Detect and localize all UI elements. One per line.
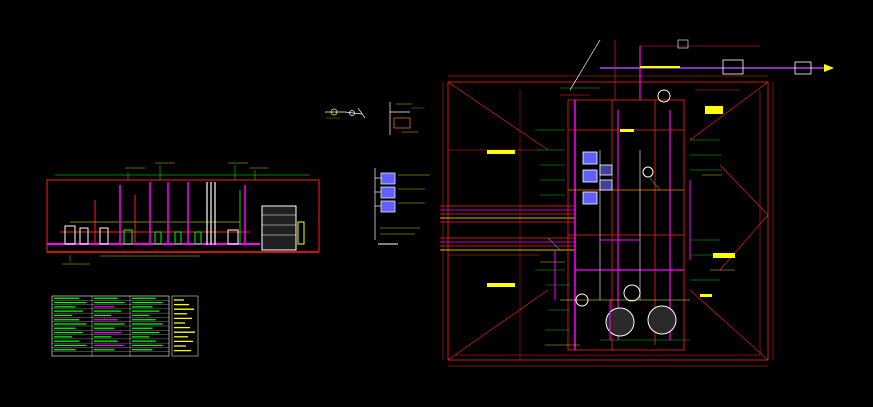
schedule-rows <box>52 297 169 352</box>
plan-incoming-pipes-upper <box>440 205 575 223</box>
equipment-schedule-table <box>51 295 199 357</box>
plan-branch-pipes <box>554 180 691 340</box>
plant-room-plan-view <box>440 39 834 367</box>
detail-tank-connection <box>389 102 424 135</box>
plan-outline <box>447 81 769 361</box>
plan-incoming-main-top <box>569 39 834 100</box>
room-tag-upper-right <box>705 106 723 114</box>
detail-valve-assembly <box>325 107 366 119</box>
plan-boilers <box>582 151 613 205</box>
elevation-risers <box>94 182 246 245</box>
plan-storage-tanks <box>575 89 677 337</box>
plan-annotations-yellow <box>487 66 735 297</box>
supply-arrow-icon <box>824 64 834 72</box>
meter-box-1 <box>722 59 744 75</box>
detail-expansion-vessels <box>374 168 430 245</box>
detail-callouts <box>325 102 430 245</box>
riser-elevation-view <box>46 162 320 265</box>
elevation-tank <box>261 205 297 251</box>
plan-incoming-pipes-lower <box>440 237 575 251</box>
room-tag-lower-left <box>487 283 515 287</box>
room-tag-right <box>713 253 735 258</box>
meter-box-2 <box>794 61 812 75</box>
schedule-notes <box>174 299 195 352</box>
elevation-equipment <box>64 205 305 251</box>
elevation-labels <box>69 165 256 262</box>
room-tag-upper-left <box>487 150 515 154</box>
schedule-notes-column <box>171 295 199 357</box>
room-tag-lower-right <box>700 294 712 297</box>
plan-central-manifold <box>560 99 690 351</box>
